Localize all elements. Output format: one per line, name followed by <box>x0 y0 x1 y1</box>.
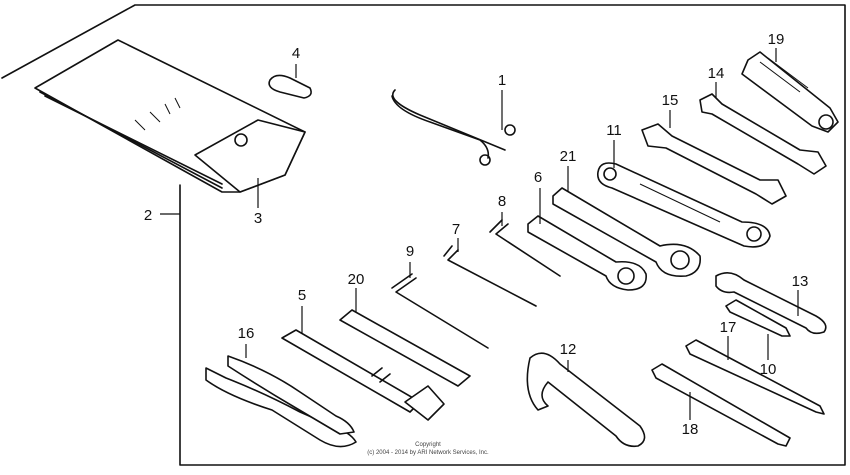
wrench-6 <box>527 215 647 291</box>
callout-12: 12 <box>560 341 577 358</box>
wrench-13 <box>715 272 827 335</box>
callout-7: 7 <box>452 221 460 238</box>
callout-5: 5 <box>298 287 306 304</box>
screwdriver-10 <box>725 299 791 337</box>
callout-4: 4 <box>292 45 300 62</box>
spanner-12 <box>526 352 646 448</box>
callout-18: 18 <box>682 421 699 438</box>
hex-key-7 <box>447 249 537 307</box>
tool-bag <box>34 39 306 193</box>
callout-15: 15 <box>662 92 679 109</box>
callout-13: 13 <box>792 273 809 290</box>
callout-19: 19 <box>768 31 785 48</box>
callout-14: 14 <box>708 65 725 82</box>
callout-2: 2 <box>144 207 152 224</box>
cap <box>268 74 312 99</box>
pliers <box>205 355 357 448</box>
hex-key-9 <box>395 277 489 349</box>
callout-8: 8 <box>498 193 506 210</box>
callout-labels: 1 2 3 4 5 6 7 8 9 10 11 12 13 14 15 16 1… <box>144 31 809 438</box>
cable <box>391 89 516 166</box>
socket-wrench <box>281 329 445 421</box>
copyright-notice: (c) 2004 - 2014 by ARI Network Services,… <box>367 450 489 456</box>
screwdriver-18 <box>651 363 791 447</box>
callout-6: 6 <box>534 169 542 186</box>
callout-17: 17 <box>720 319 737 336</box>
handle-bar <box>741 51 839 133</box>
bar-20 <box>339 309 471 387</box>
wrench-15 <box>641 123 787 205</box>
callout-1: 1 <box>498 72 506 89</box>
callout-20: 20 <box>348 271 365 288</box>
copyright-title: Copyright <box>415 442 441 448</box>
wrench-14 <box>699 93 827 175</box>
snap-button <box>234 133 248 147</box>
wrench-11 <box>596 162 771 248</box>
leader-lines <box>160 48 799 420</box>
screwdriver-17 <box>685 339 825 415</box>
callout-11: 11 <box>606 122 622 139</box>
callout-16: 16 <box>238 325 255 342</box>
callout-9: 9 <box>406 243 414 260</box>
callout-21: 21 <box>560 148 577 165</box>
callout-3: 3 <box>254 210 262 227</box>
hex-key-8 <box>495 223 561 277</box>
wrench-21 <box>552 187 702 278</box>
panel-border <box>1 4 846 466</box>
callout-10: 10 <box>760 361 777 378</box>
